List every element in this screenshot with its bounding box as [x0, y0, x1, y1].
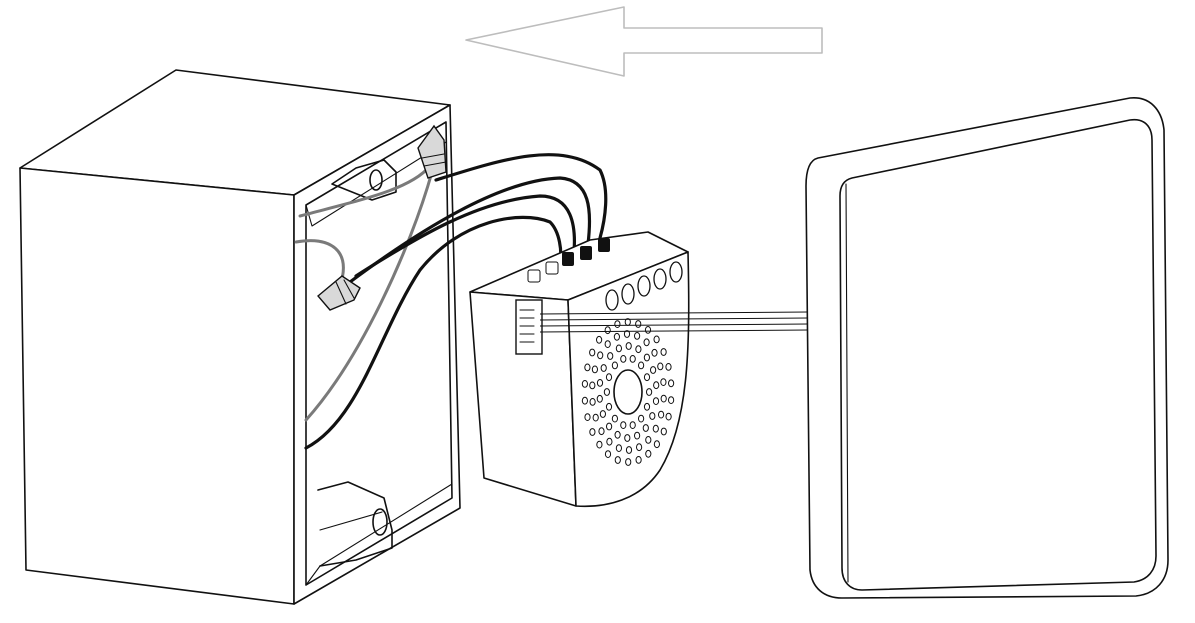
vent-hole [584, 363, 591, 372]
direction-arrow [465, 6, 823, 77]
vent-hole [597, 351, 604, 360]
vent-hole [629, 355, 636, 363]
vent-hole [643, 373, 651, 382]
vent-hole [589, 398, 596, 406]
vent-hole [649, 412, 656, 420]
vent-hole [636, 443, 643, 452]
vent-hole [584, 413, 591, 422]
vent-hole [660, 394, 667, 403]
vent-hole [605, 402, 613, 411]
vent-hole [606, 422, 613, 431]
vent-hole [613, 332, 621, 341]
vent-hole [592, 413, 599, 422]
vent-hole [668, 379, 675, 388]
vent-hole [644, 326, 652, 334]
vent-hole [650, 366, 657, 374]
wall-panel [805, 97, 1169, 599]
vent-hole [625, 446, 633, 454]
vent-hole [596, 335, 603, 344]
vent-hole [635, 345, 642, 354]
vent-hole [614, 456, 621, 464]
vent-hole [653, 381, 660, 390]
vent-hole [589, 381, 596, 390]
vent-hole [653, 335, 660, 344]
vent-hole [591, 365, 599, 374]
vent-hole [643, 353, 651, 362]
vent-hole [653, 440, 661, 449]
vent-hole [599, 410, 607, 418]
vent-hole [652, 424, 659, 433]
vent-hole [660, 348, 667, 356]
vent-hole [634, 332, 641, 340]
vent-hole [615, 444, 623, 453]
vent-hole [589, 428, 596, 436]
vent-hole [646, 388, 653, 396]
vent-hole [607, 352, 614, 360]
vent-hole [596, 394, 603, 403]
ventilation-grille [581, 318, 675, 466]
vent-hole [603, 388, 611, 396]
vent-hole [604, 340, 611, 349]
vent-hole [600, 364, 607, 372]
vent-hole [658, 410, 665, 419]
vent-hole [615, 344, 623, 353]
vent-hole [581, 396, 589, 405]
vent-hole [620, 421, 627, 430]
relay-module [469, 231, 690, 508]
vent-hole [660, 378, 667, 387]
vent-hole [657, 362, 664, 371]
vent-hole [604, 326, 611, 335]
vent-hole [605, 373, 613, 382]
vent-hole [638, 414, 645, 423]
vent-hole [614, 430, 621, 439]
side-connector [515, 299, 543, 355]
vent-hole [638, 361, 645, 370]
vent-hole [611, 361, 619, 370]
junction-box [19, 69, 461, 605]
vent-hole [635, 456, 642, 464]
vent-hole [642, 424, 649, 432]
vent-hole [614, 320, 621, 329]
vent-hole [665, 363, 672, 371]
vent-hole [604, 450, 612, 459]
vent-hole [643, 338, 650, 347]
vent-hole [596, 440, 603, 449]
vent-hole [645, 436, 652, 444]
vent-hole [629, 421, 636, 430]
wire-bundle [294, 124, 608, 450]
vent-hole [625, 342, 632, 350]
vent-hole [606, 437, 613, 446]
vent-hole [611, 414, 619, 423]
vent-hole [651, 348, 658, 357]
vent-hole [643, 402, 651, 411]
vent-hole [668, 396, 675, 405]
vent-hole [581, 380, 589, 388]
vent-hole [665, 412, 672, 421]
vent-hole [625, 458, 632, 466]
vent-hole [596, 379, 604, 387]
ribbon-cable [539, 311, 809, 333]
wire-nut-lower [317, 275, 361, 311]
vent-hole [623, 330, 631, 338]
vent-hole [660, 427, 667, 436]
wire-nut-upper [417, 124, 447, 179]
vent-hole [598, 427, 605, 436]
vent-hole [652, 397, 660, 406]
terminal-holes [605, 261, 683, 311]
vent-hole [634, 431, 641, 440]
vent-hole [589, 348, 596, 357]
vent-hole [635, 320, 642, 328]
terminal-block [527, 238, 610, 283]
vent-hole [645, 449, 652, 458]
vent-hole [624, 434, 631, 442]
vent-hole [620, 355, 627, 363]
